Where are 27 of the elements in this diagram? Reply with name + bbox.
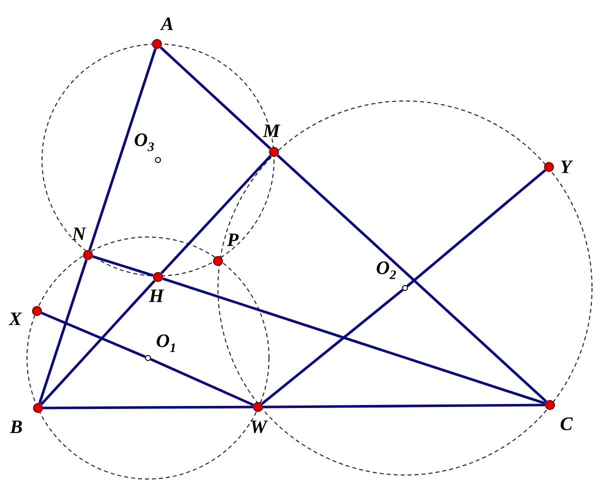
point-label: O$_{3}$	[134, 130, 154, 156]
point-label: X	[9, 309, 22, 331]
point-label: H	[149, 286, 164, 308]
point-label: O$_{1}$	[156, 331, 176, 357]
point-label: B	[10, 417, 23, 439]
line-segment	[162, 277, 546, 405]
line-segment	[92, 255, 154, 277]
line-segment	[38, 259, 88, 404]
line-segment	[150, 358, 254, 406]
point-label: M	[263, 121, 280, 143]
line-segment	[88, 48, 157, 251]
line-segment	[261, 288, 404, 405]
line-segment	[43, 406, 253, 410]
point-label: P	[227, 230, 239, 252]
point-label: O$_{2}$	[376, 258, 396, 284]
line-segment	[40, 280, 156, 406]
line-segment	[160, 46, 272, 150]
line-segment	[276, 154, 548, 403]
point-label: N	[72, 224, 86, 246]
line-segment	[263, 404, 545, 408]
point-label: Y	[560, 157, 572, 179]
line-segment	[160, 154, 272, 274]
point-label: W	[250, 417, 267, 439]
point-label: A	[161, 14, 174, 36]
point-label: C	[560, 414, 573, 436]
line-segment	[41, 312, 146, 358]
line-segment	[406, 169, 546, 288]
